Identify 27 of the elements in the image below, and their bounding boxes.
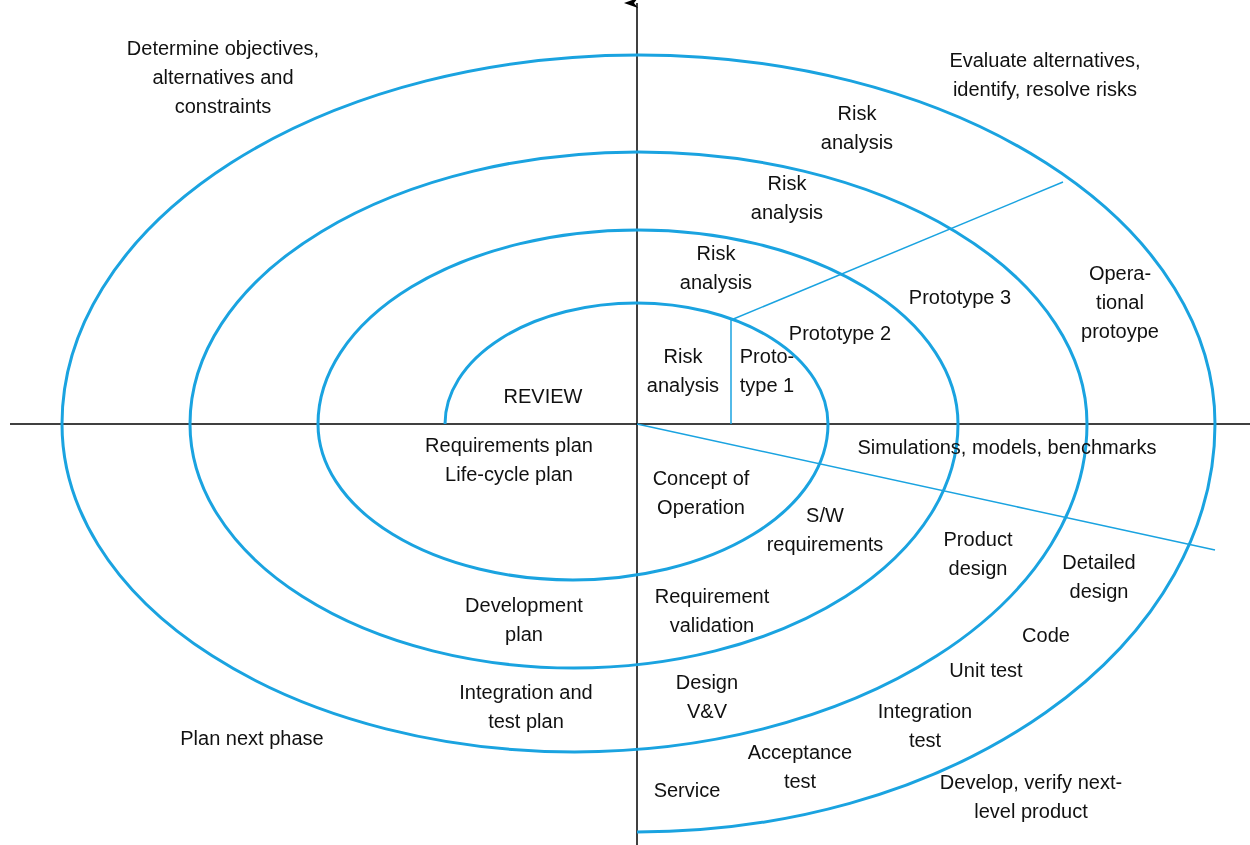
quadrant-heading: Develop, verify next-level product	[938, 770, 1124, 824]
phase-label: Service	[653, 777, 721, 803]
phase-label: Acceptance test	[746, 740, 854, 794]
phase-label: Requirement validation	[653, 584, 771, 638]
phase-label: Concept of Operation	[651, 466, 751, 520]
phase-label: Code	[1022, 622, 1070, 648]
quadrant-heading: Determine objectives, alternatives and constraints	[125, 35, 321, 119]
phase-label: Unit test	[949, 657, 1023, 683]
phase-label: REVIEW	[503, 383, 583, 409]
phase-label: Integration test	[876, 699, 974, 753]
phase-label: Prototype 2	[788, 320, 892, 346]
phase-label: Detailed design	[1061, 550, 1137, 604]
phase-label: Requirements plan Life-cycle plan	[424, 433, 594, 487]
phase-label: Development plan	[464, 593, 584, 647]
phase-label: Prototype 3	[908, 284, 1012, 310]
phase-label: Proto- type 1	[738, 344, 796, 398]
quadrant-heading: Evaluate alternatives, identify, resolve risks	[948, 48, 1142, 102]
phase-label: Risk analysis	[819, 101, 895, 155]
phase-label: Opera- tional protoype	[1080, 260, 1160, 344]
phase-label: Risk analysis	[749, 171, 825, 225]
phase-label: Risk analysis	[678, 241, 754, 295]
phase-label: S/W requirements	[765, 503, 885, 557]
phase-label: Risk analysis	[645, 344, 721, 398]
quadrant-heading: Plan next phase	[180, 725, 324, 751]
phase-label: Integration and test plan	[458, 680, 594, 734]
phase-label: Product design	[942, 527, 1014, 581]
phase-label: Design V&V	[674, 670, 740, 724]
